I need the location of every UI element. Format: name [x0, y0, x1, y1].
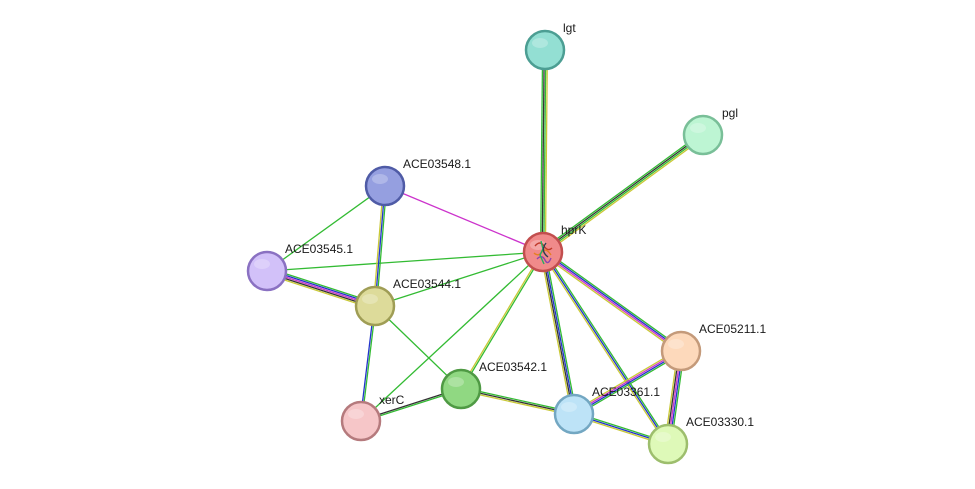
- edge-evidence-line: [542, 251, 669, 445]
- node-highlight: [532, 38, 548, 48]
- edge-evidence-line: [544, 249, 683, 350]
- edge-hprk-ace03542-1[interactable]: [459, 251, 545, 390]
- node-label-ace03330-1: ACE03330.1: [686, 415, 754, 429]
- node-label-pgl: pgl: [722, 106, 738, 120]
- node-highlight: [348, 409, 364, 419]
- edge-evidence-line: [543, 250, 682, 351]
- node-label-ace03542-1: ACE03542.1: [479, 360, 547, 374]
- node-circle[interactable]: [660, 330, 702, 372]
- node-ace05211-1[interactable]: ACE05211.1: [660, 322, 766, 372]
- edge-evidence-line: [540, 252, 573, 415]
- node-xerc[interactable]: xerC: [340, 393, 405, 442]
- node-label-ace03544-1: ACE03544.1: [393, 277, 461, 291]
- edge-evidence-line: [541, 132, 702, 251]
- node-circle[interactable]: [246, 250, 288, 292]
- edge-evidence-line: [572, 348, 681, 413]
- node-circle[interactable]: [682, 114, 724, 156]
- edge-hprk-ace03330-1[interactable]: [541, 250, 670, 446]
- edge-hprk-xerc[interactable]: [360, 251, 544, 422]
- edge-evidence-line: [374, 251, 544, 307]
- node-highlight: [561, 402, 577, 412]
- node-ace03545-1[interactable]: ACE03545.1: [246, 242, 353, 292]
- edge-evidence-line: [543, 251, 576, 414]
- edge-evidence-line: [384, 185, 544, 253]
- edge-evidence-line: [544, 50, 549, 253]
- node-highlight: [448, 377, 464, 387]
- edge-evidence-line: [542, 133, 703, 252]
- node-ace03361-1[interactable]: ACE03361.1: [553, 385, 660, 435]
- node-label-hprk: hprK: [561, 223, 586, 237]
- node-label-ace03361-1: ACE03361.1: [592, 385, 660, 399]
- node-highlight: [362, 294, 378, 304]
- edge-ace03548-1-ace03545-1[interactable]: [266, 185, 386, 272]
- node-label-ace03545-1: ACE03545.1: [285, 242, 353, 256]
- node-label-xerc: xerC: [379, 393, 405, 407]
- edge-evidence-line: [541, 253, 680, 354]
- edge-evidence-line: [574, 351, 682, 416]
- node-ace03542-1[interactable]: ACE03542.1: [440, 360, 547, 410]
- node-lgt[interactable]: lgt: [524, 21, 576, 71]
- edge-hprk-ace03544-1[interactable]: [374, 251, 544, 307]
- node-label-ace05211-1: ACE05211.1: [699, 322, 766, 336]
- edge-hprk-ace05211-1[interactable]: [541, 249, 683, 354]
- edge-evidence-line: [574, 352, 683, 417]
- edge-evidence-line: [541, 252, 574, 415]
- edge-ace05211-1-ace03361-1[interactable]: [572, 348, 683, 417]
- node-highlight: [372, 174, 388, 184]
- protein-strand: [536, 256, 552, 264]
- edge-hprk-pgl[interactable]: [541, 132, 705, 255]
- edge-evidence-line: [266, 185, 386, 272]
- edge-evidence-line: [543, 250, 670, 444]
- edge-evidence-line: [544, 136, 705, 255]
- node-label-ace03548-1: ACE03548.1: [403, 157, 471, 171]
- protein-strand: [539, 240, 545, 265]
- protein-structure-icon: [533, 240, 553, 265]
- edge-evidence-line: [541, 49, 545, 252]
- edge-evidence-line: [541, 252, 668, 446]
- node-label-lgt: lgt: [563, 21, 576, 35]
- node-circle[interactable]: [524, 29, 566, 71]
- node-highlight: [690, 123, 706, 133]
- edge-evidence-line: [461, 252, 545, 390]
- node-highlight: [254, 259, 270, 269]
- node-highlight: [668, 339, 684, 349]
- node-circle[interactable]: [340, 400, 382, 442]
- edge-hprk-ace03548-1[interactable]: [384, 185, 544, 253]
- edge-evidence-line: [543, 135, 704, 254]
- node-circle[interactable]: [647, 423, 689, 465]
- node-ace03330-1[interactable]: ACE03330.1: [647, 415, 754, 465]
- node-circle[interactable]: [553, 393, 595, 435]
- node-pgl[interactable]: pgl: [682, 106, 738, 156]
- edge-evidence-line: [539, 49, 544, 252]
- edge-hprk-ace03361-1[interactable]: [540, 251, 577, 415]
- node-ace03548-1[interactable]: ACE03548.1: [364, 157, 471, 207]
- edge-hprk-lgt[interactable]: [539, 49, 549, 253]
- edge-evidence-line: [542, 252, 681, 353]
- node-circle[interactable]: [440, 368, 482, 410]
- node-circle[interactable]: [522, 231, 564, 273]
- edge-evidence-line: [544, 251, 577, 414]
- node-ace03544-1[interactable]: ACE03544.1: [354, 277, 461, 327]
- edge-evidence-line: [543, 50, 547, 253]
- node-highlight: [655, 432, 671, 442]
- node-hprk[interactable]: hprK: [522, 223, 586, 273]
- edge-evidence-line: [360, 251, 544, 422]
- edge-evidence-line: [573, 349, 681, 414]
- node-circle[interactable]: [364, 165, 406, 207]
- edge-evidence-line: [266, 251, 544, 272]
- edge-hprk-ace03545-1[interactable]: [266, 251, 544, 272]
- protein-strand: [542, 242, 549, 258]
- node-circle[interactable]: [354, 285, 396, 327]
- edge-evidence-line: [459, 251, 543, 389]
